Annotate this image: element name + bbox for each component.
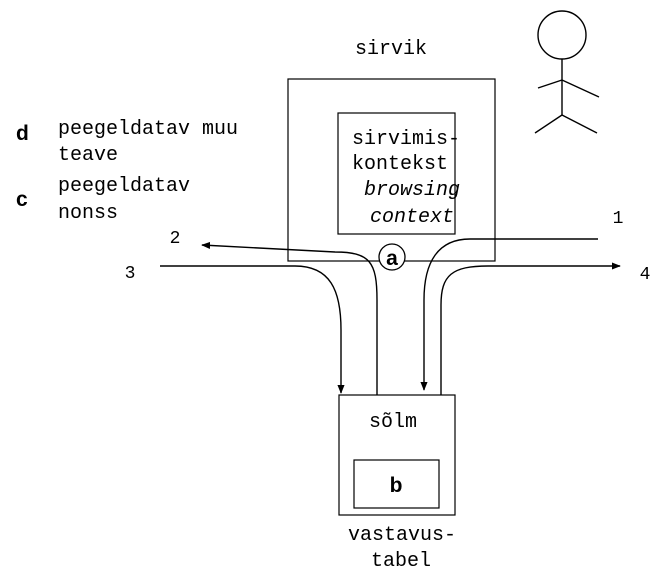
table-label-line1: vastavus- [348, 524, 456, 547]
legend-c-line1: peegeldatav [58, 175, 190, 198]
flow-label-4: 4 [640, 265, 651, 285]
context-en-line1: browsing [364, 179, 460, 202]
table-label-line2: tabel [371, 550, 431, 573]
legend-d-line1: peegeldatav muu [58, 118, 238, 141]
marker-a-circle [378, 243, 406, 271]
context-label-line1: sirvimis- [352, 128, 460, 151]
marker-a: a [386, 247, 398, 270]
flow-arrow-3 [160, 265, 345, 394]
legend-letter-d: d [16, 122, 29, 145]
node-title: sõlm [369, 411, 417, 434]
flow-arrow-4 [440, 262, 621, 395]
browser-title: sirvik [355, 38, 427, 61]
node-box [338, 394, 456, 516]
user-figure-icon [534, 10, 600, 134]
context-label-line2: kontekst [352, 153, 448, 176]
marker-b: b [390, 474, 403, 497]
legend-letter-c: c [16, 188, 28, 211]
flow-label-3: 3 [125, 264, 136, 284]
flow-label-1: 1 [613, 209, 624, 229]
flow-arrow-1 [420, 238, 598, 391]
flow-arrow-2 [201, 241, 378, 395]
browsing-context-box [337, 112, 456, 235]
legend-d-line2: teave [58, 144, 118, 167]
mapping-table-box [353, 459, 440, 509]
flow-label-2: 2 [170, 229, 181, 249]
context-en-line2: context [370, 206, 454, 229]
legend-c-line2: nonss [58, 202, 118, 225]
